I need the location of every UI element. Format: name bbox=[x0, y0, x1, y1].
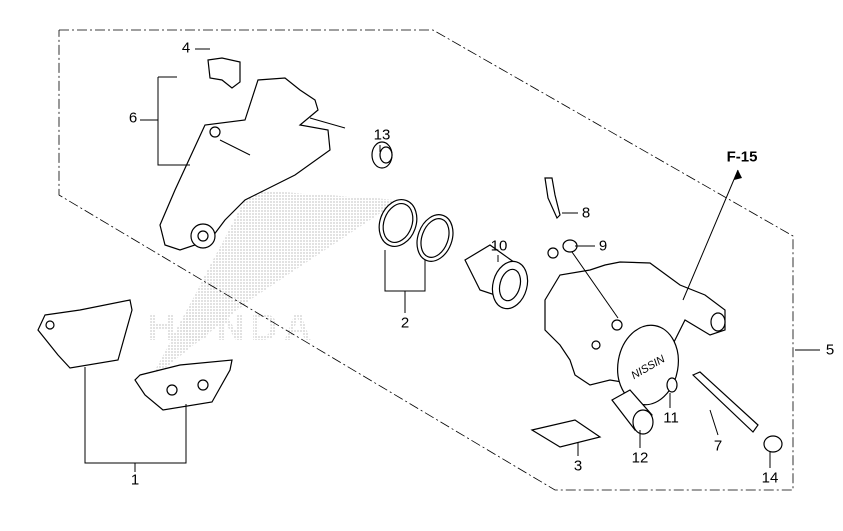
retainer-part bbox=[207, 57, 241, 89]
piston-seals-part bbox=[378, 199, 454, 262]
caliper-body-part: NISSIN bbox=[544, 261, 726, 406]
callout-2[interactable]: 2 bbox=[400, 314, 410, 332]
pad-spring-part bbox=[530, 419, 602, 448]
svg-text:HONDA: HONDA bbox=[148, 307, 317, 349]
callout-4[interactable]: 4 bbox=[181, 39, 191, 57]
plug-part bbox=[763, 435, 783, 453]
caliper-bracket-part bbox=[159, 77, 346, 251]
callout-14[interactable]: 14 bbox=[761, 469, 779, 487]
callout-1[interactable]: 1 bbox=[130, 471, 140, 489]
callout-13[interactable]: 13 bbox=[373, 126, 391, 144]
pad-pin-part bbox=[691, 371, 759, 433]
washer-part bbox=[666, 377, 678, 393]
reference-label-f15[interactable]: F-15 bbox=[726, 148, 758, 166]
honda-watermark: HONDA bbox=[148, 190, 400, 380]
callout-3[interactable]: 3 bbox=[573, 457, 583, 475]
leader-lines bbox=[84, 48, 820, 472]
boot-part bbox=[371, 141, 393, 169]
assembly-boundary bbox=[58, 29, 794, 491]
callout-8[interactable]: 8 bbox=[581, 204, 591, 222]
bleeder-screw-part bbox=[544, 177, 561, 220]
pin-boot-part bbox=[611, 389, 654, 435]
callout-11[interactable]: 11 bbox=[663, 409, 679, 427]
callout-6[interactable]: 6 bbox=[128, 109, 138, 127]
callout-7[interactable]: 7 bbox=[713, 437, 723, 455]
brake-pads-part bbox=[37, 299, 233, 411]
callout-5[interactable]: 5 bbox=[825, 341, 835, 359]
callout-12[interactable]: 12 bbox=[631, 449, 649, 467]
callout-9[interactable]: 9 bbox=[598, 237, 608, 255]
piston-part bbox=[464, 244, 529, 310]
callout-10[interactable]: 10 bbox=[490, 237, 508, 255]
bleeder-cap-part bbox=[547, 239, 578, 259]
